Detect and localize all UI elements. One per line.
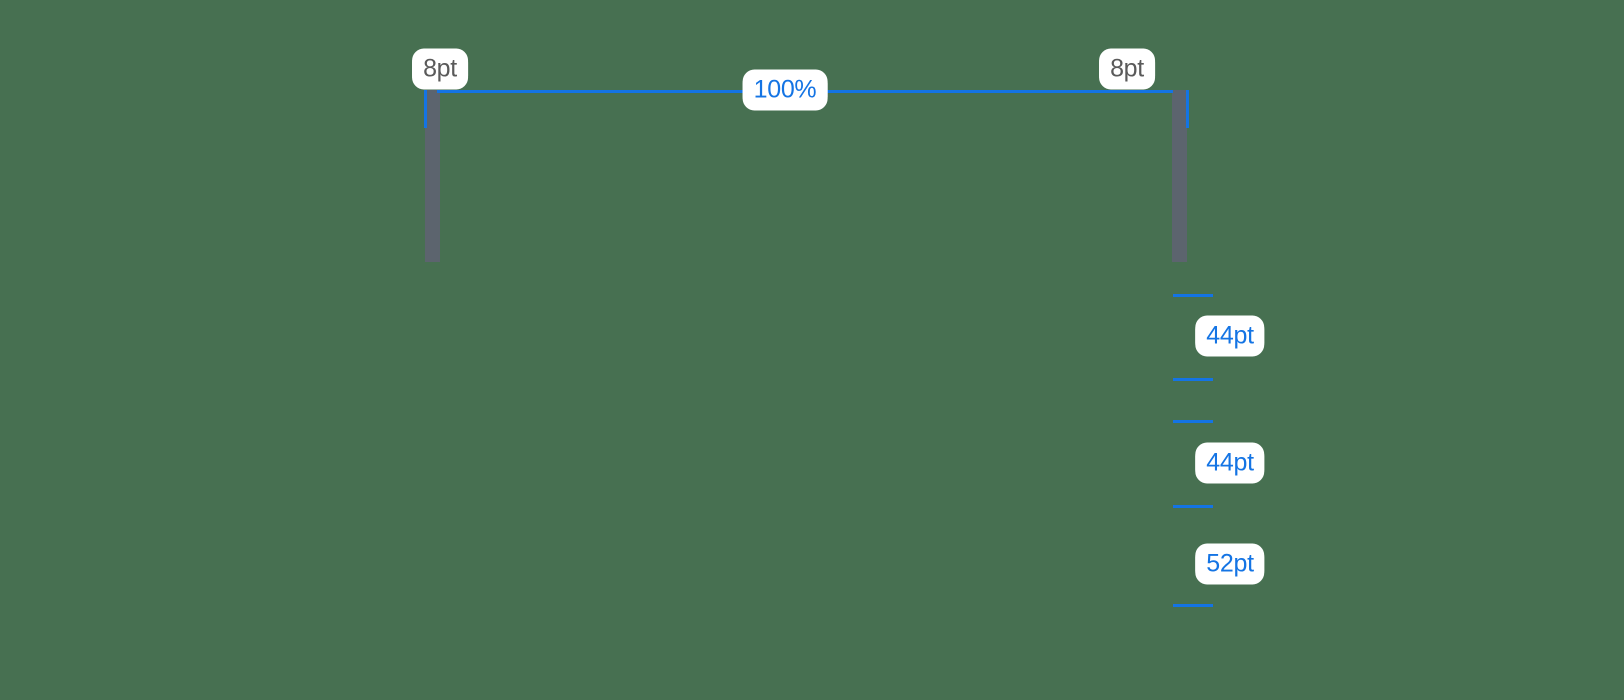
left-end-tick-mark xyxy=(424,90,427,128)
spacing-group-1-label: 44pt xyxy=(1199,319,1261,353)
right-element-bar xyxy=(1172,90,1187,262)
spacing-group-2-bottom-tick xyxy=(1173,505,1213,508)
spacing-group-2-top-tick xyxy=(1173,420,1213,423)
spacing-group-3-bottom-tick xyxy=(1173,604,1213,607)
right-end-tick-mark xyxy=(1186,90,1189,128)
spacing-group-1-top-tick xyxy=(1173,294,1213,297)
left-padding-label: 8pt xyxy=(416,52,464,86)
right-padding-label: 8pt xyxy=(1103,52,1151,86)
width-percentage-label: 100% xyxy=(746,73,824,107)
left-element-bar xyxy=(425,90,440,262)
spacing-group-3-label: 52pt xyxy=(1199,547,1261,581)
spacing-group-1-bottom-tick xyxy=(1173,378,1213,381)
spacing-group-2-label: 44pt xyxy=(1199,446,1261,480)
